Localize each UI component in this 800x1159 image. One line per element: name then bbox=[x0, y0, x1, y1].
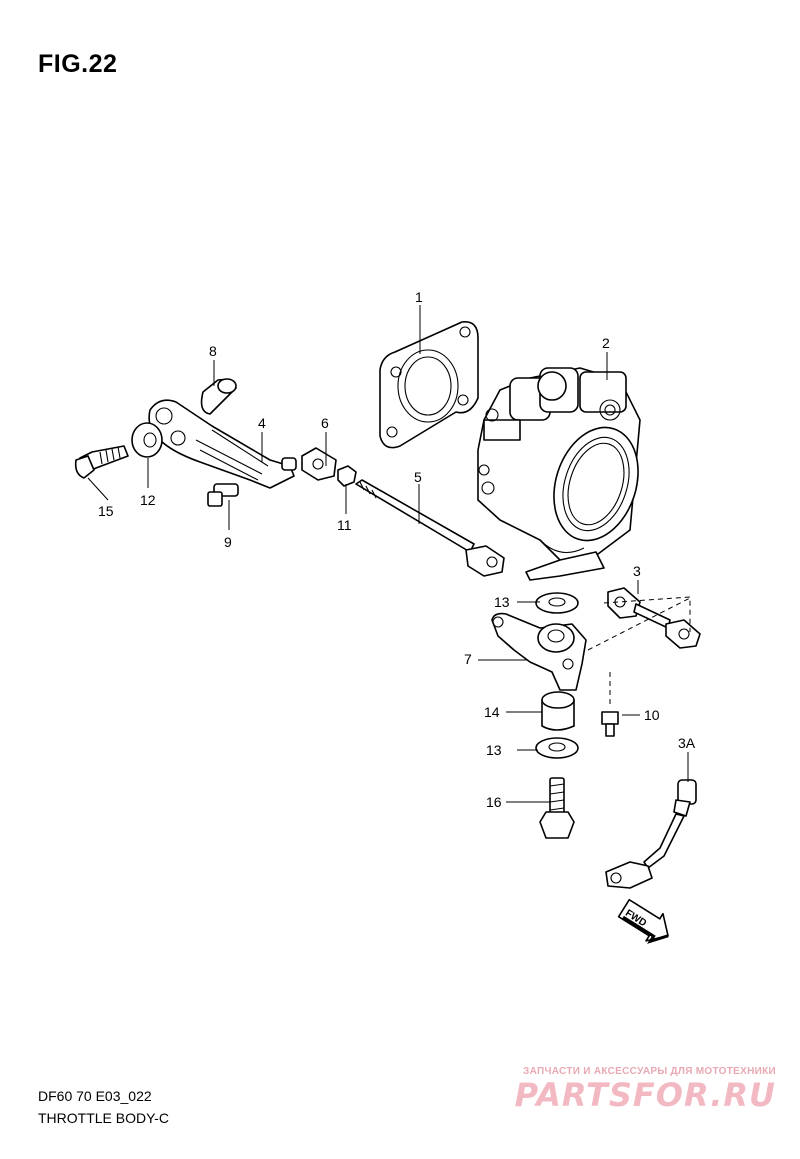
watermark-tagline: ЗАПЧАСТИ И АКСЕССУАРЫ ДЛЯ МОТОТЕХНИКИ bbox=[523, 1066, 776, 1077]
assembly-guide-line bbox=[587, 597, 691, 651]
joint-part-6 bbox=[301, 447, 337, 481]
bolt-part-16 bbox=[539, 777, 575, 839]
callout-11: 11 bbox=[337, 517, 352, 533]
figure-title: FIG.22 bbox=[38, 50, 118, 78]
callout-16: 16 bbox=[486, 794, 502, 810]
collar-part-14 bbox=[541, 691, 575, 731]
callout-3: 3 bbox=[633, 563, 641, 579]
washer-part-13-lower bbox=[535, 737, 579, 759]
washer-part-12 bbox=[131, 422, 163, 458]
diagram-name: THROTTLE BODY-C bbox=[38, 1110, 169, 1126]
bracket-part-7 bbox=[491, 612, 587, 691]
callout-7: 7 bbox=[464, 651, 472, 667]
bolt-part-15 bbox=[74, 445, 129, 479]
lever-part-4 bbox=[148, 399, 297, 489]
watermark: ЗАПЧАСТИ И АКСЕССУАРЫ ДЛЯ МОТОТЕХНИКИ PA… bbox=[515, 1066, 776, 1113]
callout-3a: 3A bbox=[678, 735, 696, 751]
stud-part-9 bbox=[207, 483, 239, 507]
callout-1: 1 bbox=[415, 289, 423, 305]
cable-part-3a bbox=[605, 779, 697, 889]
callout-2: 2 bbox=[602, 335, 610, 351]
callout-4: 4 bbox=[258, 415, 266, 431]
diagram-code: DF60 70 E03_022 bbox=[38, 1088, 152, 1104]
callout-13a: 13 bbox=[494, 594, 510, 610]
callout-13b: 13 bbox=[486, 742, 502, 758]
callout-15: 15 bbox=[98, 503, 114, 519]
screw-part-10 bbox=[601, 711, 619, 737]
throttle-body-part bbox=[477, 367, 641, 581]
forward-direction-marker: FWD bbox=[617, 898, 669, 944]
rod-part-3 bbox=[607, 587, 701, 649]
watermark-brand: PARTSFOR.RU bbox=[514, 1076, 776, 1114]
gasket-part bbox=[379, 321, 479, 449]
callout-leader-lines bbox=[87, 305, 689, 803]
rod-part-5 bbox=[355, 479, 505, 577]
washer-part-13-upper bbox=[535, 592, 579, 614]
assembly-guide-line bbox=[603, 596, 691, 632]
callout-12: 12 bbox=[140, 492, 156, 508]
callout-8: 8 bbox=[209, 343, 217, 359]
callout-6: 6 bbox=[321, 415, 329, 431]
callout-9: 9 bbox=[224, 534, 232, 550]
callout-5: 5 bbox=[414, 469, 422, 485]
callout-10: 10 bbox=[644, 707, 660, 723]
nut-part-11 bbox=[337, 465, 357, 487]
callout-14: 14 bbox=[484, 704, 500, 720]
collar-part-8 bbox=[200, 378, 237, 415]
